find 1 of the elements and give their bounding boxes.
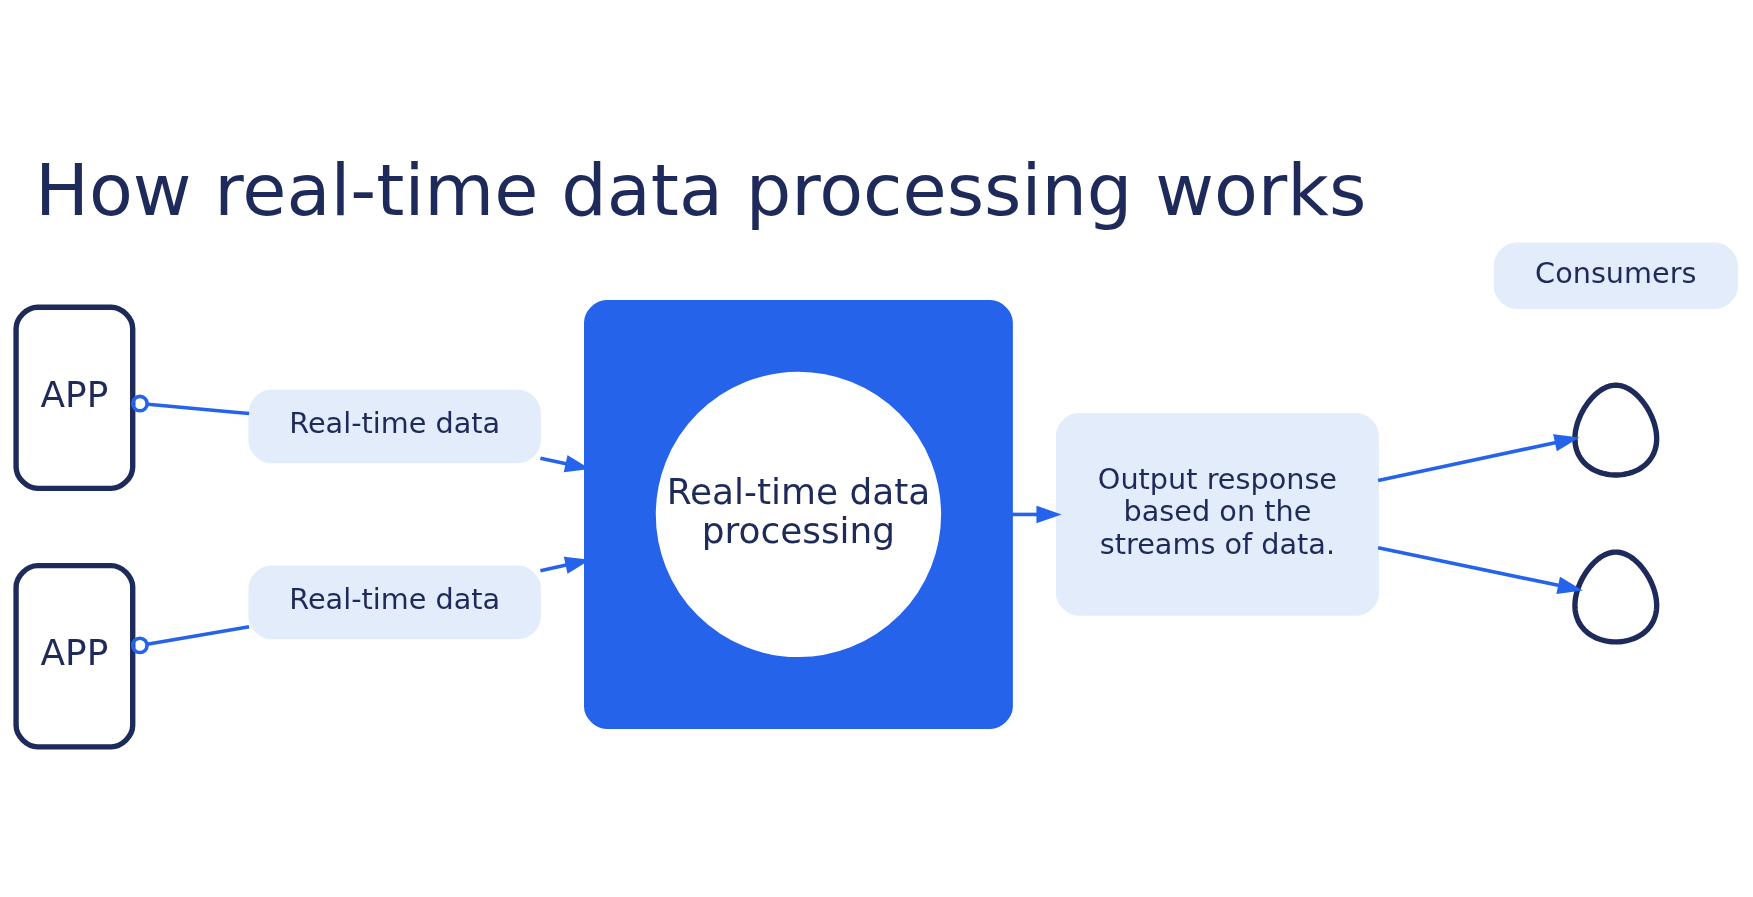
diagram-title: How real-time data processing works (34, 147, 1367, 232)
